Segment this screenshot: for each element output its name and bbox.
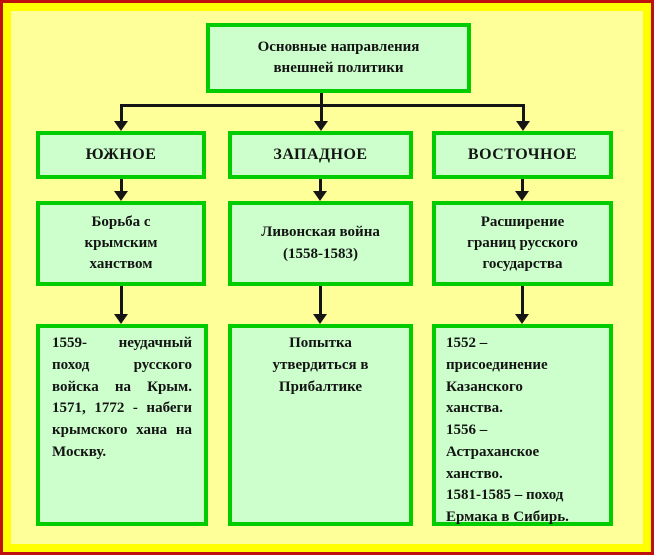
arrow-shaft xyxy=(318,284,322,316)
arrow-shaft xyxy=(520,284,524,316)
arrow-head-icon xyxy=(516,121,530,131)
detail-box-south: 1559- неудачный поход русского войска на… xyxy=(36,324,208,526)
arrow-shaft xyxy=(319,104,323,123)
connector-arrow-east xyxy=(515,104,531,131)
connector-arrow-south-detail xyxy=(113,284,129,324)
arrow-head-icon xyxy=(114,191,128,201)
connector-arrow-east-mid xyxy=(514,177,530,201)
arrow-head-icon xyxy=(314,121,328,131)
detail-text-east: 1552 – присоединение Казанского ханства.… xyxy=(446,335,569,525)
arrow-head-icon xyxy=(313,314,327,324)
arrow-head-icon xyxy=(114,121,128,131)
arrow-shaft xyxy=(119,177,123,193)
connector-arrow-south-mid xyxy=(113,177,129,201)
mid-box-south: Борьба с крымским ханством xyxy=(36,201,206,286)
arrow-head-icon xyxy=(515,314,529,324)
detail-text-west: Попытка утвердиться в Прибалтике xyxy=(272,335,369,395)
arrow-head-icon xyxy=(114,314,128,324)
connector-line-title-stub xyxy=(320,91,323,106)
detail-text-south: 1559- неудачный поход русского войска на… xyxy=(52,335,192,460)
arrow-shaft xyxy=(119,104,123,123)
mid-text-west: Ливонская война (1558-1583) xyxy=(261,224,380,262)
header-text-south: ЮЖНОЕ xyxy=(85,145,157,163)
mid-box-east: Расширение границ русского государства xyxy=(432,201,613,286)
detail-box-west: Попытка утвердиться в Прибалтике xyxy=(228,324,413,526)
arrow-shaft xyxy=(119,284,123,316)
header-box-west: ЗАПАДНОЕ xyxy=(228,131,413,179)
header-text-west: ЗАПАДНОЕ xyxy=(273,145,368,163)
header-text-east: ВОСТОЧНОЕ xyxy=(467,145,578,163)
arrow-shaft xyxy=(521,104,525,123)
title-box: Основные направления внешней политики xyxy=(206,23,471,93)
arrow-head-icon xyxy=(313,191,327,201)
connector-arrow-south xyxy=(113,104,129,131)
connector-arrow-east-detail xyxy=(514,284,530,324)
mid-text-south: Борьба с крымским ханством xyxy=(84,213,158,273)
arrow-shaft xyxy=(318,177,322,193)
detail-box-east: 1552 – присоединение Казанского ханства.… xyxy=(432,324,613,526)
arrow-shaft xyxy=(520,177,524,193)
mid-text-east: Расширение границ русского государства xyxy=(467,213,578,273)
header-box-south: ЮЖНОЕ xyxy=(36,131,206,179)
connector-arrow-west-mid xyxy=(312,177,328,201)
arrow-head-icon xyxy=(515,191,529,201)
connector-arrow-west xyxy=(313,104,329,131)
connector-arrow-west-detail xyxy=(312,284,328,324)
header-box-east: ВОСТОЧНОЕ xyxy=(432,131,613,179)
title-text: Основные направления внешней политики xyxy=(257,38,420,76)
mid-box-west: Ливонская война (1558-1583) xyxy=(228,201,413,286)
